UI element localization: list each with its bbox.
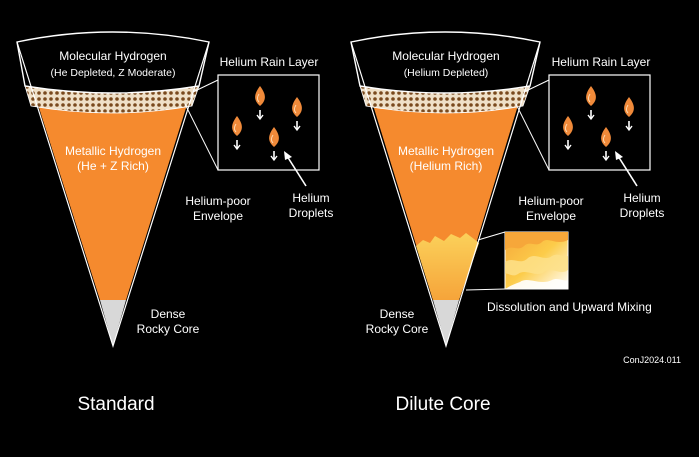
dilute-molecular-title: Molecular Hydrogen — [392, 49, 499, 63]
standard-core — [100, 300, 126, 346]
dilute-mixing-region — [416, 233, 479, 300]
dilute-metallic-layer — [369, 92, 522, 300]
standard-core-label-1: Dense — [151, 307, 186, 321]
credit-label: ConJ2024.011 — [623, 355, 681, 365]
standard-metallic-title: Metallic Hydrogen — [65, 144, 161, 158]
dilute-envelope-label-1: Helium-poor — [518, 194, 583, 208]
dilute-wedge-outline — [350, 41, 541, 349]
standard-droplets-label-2: Droplets — [289, 206, 334, 220]
dilute-droplets-arrowhead — [615, 151, 623, 160]
standard-envelope-label-2: Envelope — [193, 209, 243, 223]
dilute-droplets-arrow — [617, 155, 638, 187]
dilute-core-label-1: Dense — [380, 307, 415, 321]
standard-rain-label: Helium Rain Layer — [220, 55, 319, 69]
standard-molecular-title: Molecular Hydrogen — [59, 49, 166, 63]
standard-droplets-arrowhead — [284, 151, 292, 160]
dilute-droplets-label-1: Helium — [623, 191, 660, 205]
dilute-droplets-label-2: Droplets — [620, 206, 665, 220]
standard-title: Standard — [77, 394, 154, 415]
dilute-metallic-sub: (Helium Rich) — [410, 159, 483, 173]
dilute-panel: Molecular Hydrogen (Helium Depleted) Met… — [350, 31, 665, 415]
dilute-mixing-label: Dissolution and Upward Mixing — [487, 300, 652, 314]
standard-envelope-label-1: Helium-poor — [185, 194, 250, 208]
dilute-metallic-title: Metallic Hydrogen — [398, 144, 494, 158]
dilute-mixing-swatch — [504, 231, 569, 290]
standard-core-label-2: Rocky Core — [137, 322, 200, 336]
dilute-title: Dilute Core — [395, 394, 490, 415]
standard-molecular-layer — [16, 31, 210, 94]
standard-panel: Molecular Hydrogen (He Depleted, Z Moder… — [16, 31, 334, 415]
dilute-core — [433, 300, 459, 346]
dilute-zoom-line-top — [523, 79, 550, 93]
dilute-envelope-label-2: Envelope — [526, 209, 576, 223]
dilute-mixing-zoom-line-top — [477, 231, 506, 241]
standard-molecular-sub: (He Depleted, Z Moderate) — [51, 67, 176, 79]
dilute-molecular-layer — [350, 31, 541, 94]
dilute-molecular-sub: (Helium Depleted) — [404, 67, 489, 79]
dilute-core-label-2: Rocky Core — [366, 322, 429, 336]
standard-wedge-outline — [16, 41, 210, 348]
dilute-mixing-zoom-line-bottom — [465, 288, 506, 291]
standard-metallic-layer — [34, 92, 191, 300]
dilute-zoom-line-bottom — [515, 103, 550, 171]
standard-metallic-sub: (He + Z Rich) — [77, 159, 149, 173]
standard-zoom-line-bottom — [184, 103, 219, 171]
dilute-rain-label: Helium Rain Layer — [552, 55, 651, 69]
standard-zoom-line-top — [192, 79, 219, 93]
standard-droplets-arrow — [286, 155, 307, 187]
standard-droplets-label-1: Helium — [292, 191, 329, 205]
